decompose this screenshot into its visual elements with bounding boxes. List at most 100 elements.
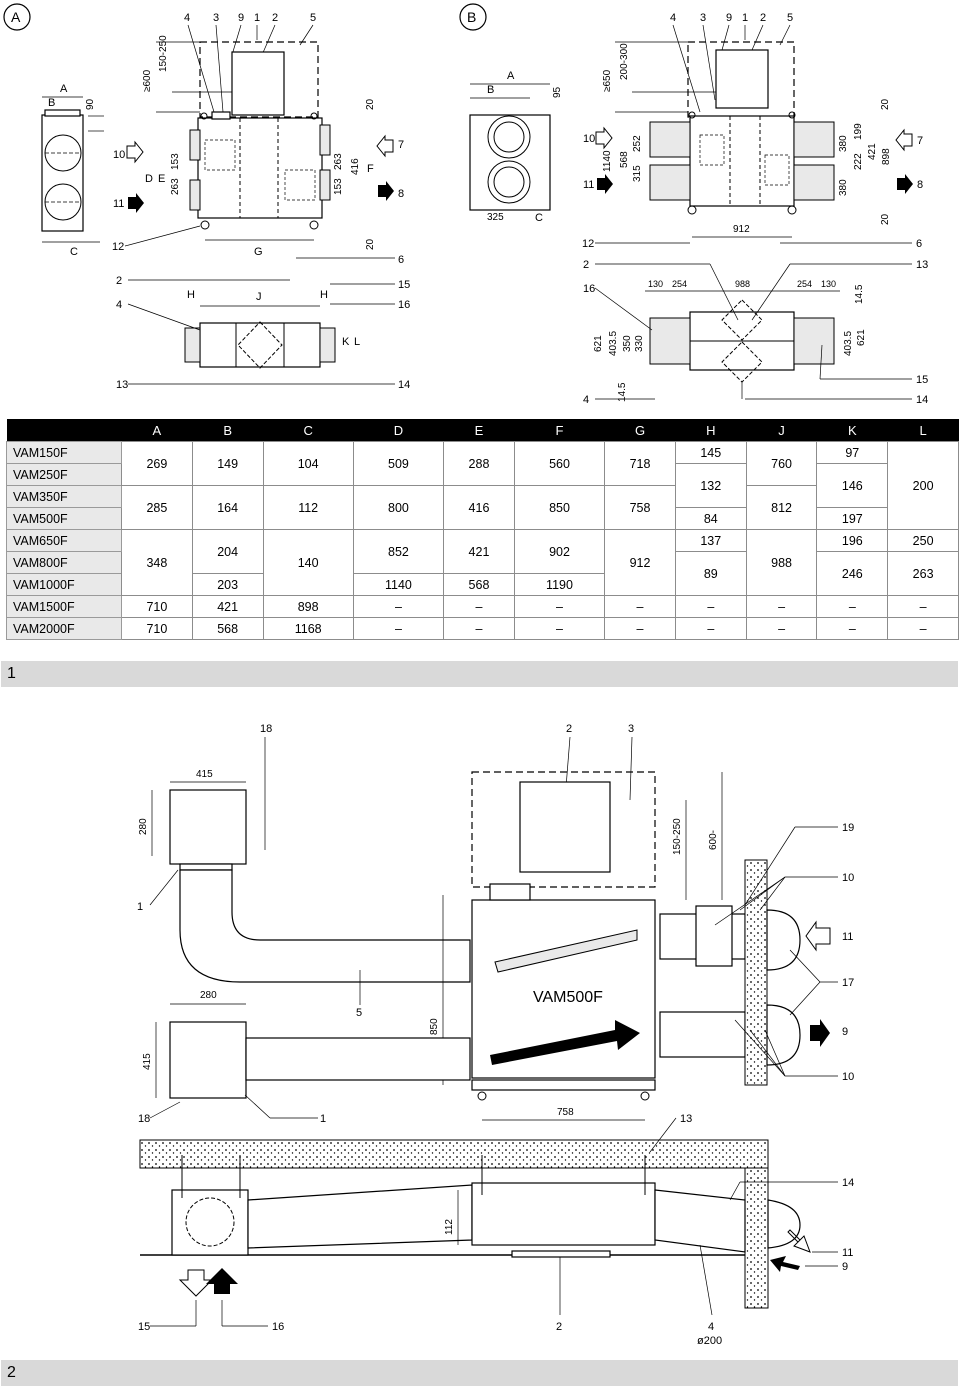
table-cell: 988 [745, 529, 818, 596]
svg-text:621: 621 [593, 335, 604, 352]
svg-text:850: 850 [429, 1018, 440, 1035]
svg-text:14: 14 [842, 1177, 854, 1189]
svg-text:13: 13 [916, 259, 928, 271]
svg-text:19: 19 [842, 822, 854, 834]
svg-text:≥600: ≥600 [142, 69, 153, 92]
model-cell: VAM800F [6, 551, 122, 574]
elbow-duct [179, 869, 471, 983]
section-number-1: 1 [1, 661, 958, 687]
svg-text:7: 7 [398, 139, 404, 151]
table-row: VAM500F 84 197 [6, 507, 959, 530]
svg-text:325: 325 [487, 212, 504, 223]
model-cell: VAM1500F [6, 595, 122, 618]
table-cell: – [513, 617, 606, 640]
svg-text:5: 5 [787, 12, 793, 24]
svg-text:6: 6 [398, 254, 404, 266]
table-cell: 710 [121, 617, 193, 640]
svg-text:A: A [11, 9, 21, 25]
model-cell: VAM500F [6, 507, 122, 530]
svg-text:13: 13 [116, 379, 128, 391]
svg-text:10: 10 [842, 1071, 854, 1083]
table-cell: 416 [443, 485, 515, 530]
table-cell: 1190 [513, 573, 606, 596]
table-cell: 509 [352, 441, 445, 486]
svg-text:13: 13 [680, 1113, 692, 1125]
table-cell: 84 [674, 507, 747, 530]
svg-text:L: L [354, 336, 360, 348]
svg-text:150-250: 150-250 [158, 35, 169, 72]
svg-text:D: D [145, 173, 153, 185]
header-cell: E [443, 419, 515, 442]
table-cell: 898 [262, 595, 354, 618]
table-cell: – [674, 595, 747, 618]
svg-text:5: 5 [310, 12, 316, 24]
dimensions-table: A B C D E F G H J K L VAM150F 269 149 10… [6, 419, 959, 640]
model-cell: VAM1000F [6, 573, 122, 596]
svg-text:153: 153 [170, 153, 181, 170]
svg-text:11: 11 [842, 931, 853, 943]
svg-text:14.5: 14.5 [617, 382, 628, 402]
svg-text:B: B [467, 9, 476, 25]
svg-text:254: 254 [672, 279, 687, 289]
svg-text:3: 3 [700, 12, 706, 24]
svg-text:8: 8 [398, 188, 404, 200]
table-row: VAM1000F 203 1140 568 1190 [6, 573, 959, 596]
svg-text:199: 199 [853, 123, 864, 140]
svg-text:112: 112 [444, 1219, 455, 1235]
svg-text:130: 130 [821, 279, 836, 289]
svg-text:350: 350 [622, 335, 633, 352]
header-cell: B [192, 419, 264, 442]
table-cell: – [443, 617, 515, 640]
svg-text:403.5: 403.5 [608, 331, 619, 356]
svg-text:E: E [158, 173, 165, 185]
header-cell: J [746, 419, 817, 442]
table-header-row: A B C D E F G H J K L [6, 419, 959, 442]
header-cell: A [121, 419, 193, 442]
header-cell: G [604, 419, 676, 442]
table-cell: 718 [604, 441, 676, 486]
svg-text:380: 380 [838, 179, 849, 196]
table-cell: 140 [262, 529, 354, 596]
svg-text:4: 4 [116, 299, 122, 311]
header-cell [6, 419, 122, 442]
model-cell: VAM650F [6, 529, 122, 552]
table-cell: – [604, 617, 676, 640]
table-cell: 250 [887, 529, 959, 552]
table-cell: – [887, 617, 959, 640]
svg-text:254: 254 [797, 279, 812, 289]
table-row: VAM350F 285 164 112 800 416 850 758 812 [6, 485, 959, 530]
table-cell: 112 [262, 485, 354, 530]
svg-text:10: 10 [583, 133, 595, 145]
svg-text:421: 421 [867, 143, 878, 160]
svg-text:10: 10 [842, 872, 854, 884]
panel-b-side-view: 2 13 16 130 254 988 254 130 14.5 621 403… [583, 259, 928, 406]
svg-text:14: 14 [916, 394, 928, 406]
table-cell: 97 [816, 441, 889, 464]
svg-text:416: 416 [350, 158, 361, 175]
svg-text:ø200: ø200 [697, 1335, 722, 1347]
svg-text:330: 330 [634, 335, 645, 352]
table-cell: 421 [191, 595, 264, 618]
header-cell: K [816, 419, 888, 442]
svg-text:18: 18 [260, 723, 272, 735]
svg-text:17: 17 [842, 977, 854, 989]
svg-text:1: 1 [742, 12, 748, 24]
model-cell: VAM150F [6, 441, 122, 464]
svg-text:9: 9 [842, 1026, 848, 1038]
header-cell: F [514, 419, 605, 442]
panel-b-top-callouts: 4 3 9 1 2 5 [670, 12, 793, 113]
panel-a-top-view: ≥600 150-250 20 20 10 11 D E 263 153 263… [112, 35, 404, 266]
svg-text:A: A [507, 70, 515, 82]
table-cell: 203 [191, 573, 264, 596]
svg-text:16: 16 [272, 1321, 284, 1333]
table-cell: – [513, 595, 606, 618]
svg-text:252: 252 [632, 135, 643, 152]
svg-text:280: 280 [200, 990, 217, 1001]
table-row: VAM800F 89 246 263 [6, 551, 959, 596]
wall-section [744, 859, 801, 1086]
svg-text:9: 9 [238, 12, 244, 24]
table-cell: – [443, 595, 515, 618]
svg-text:568: 568 [619, 151, 630, 168]
svg-text:4: 4 [670, 12, 676, 24]
svg-text:J: J [256, 291, 262, 303]
